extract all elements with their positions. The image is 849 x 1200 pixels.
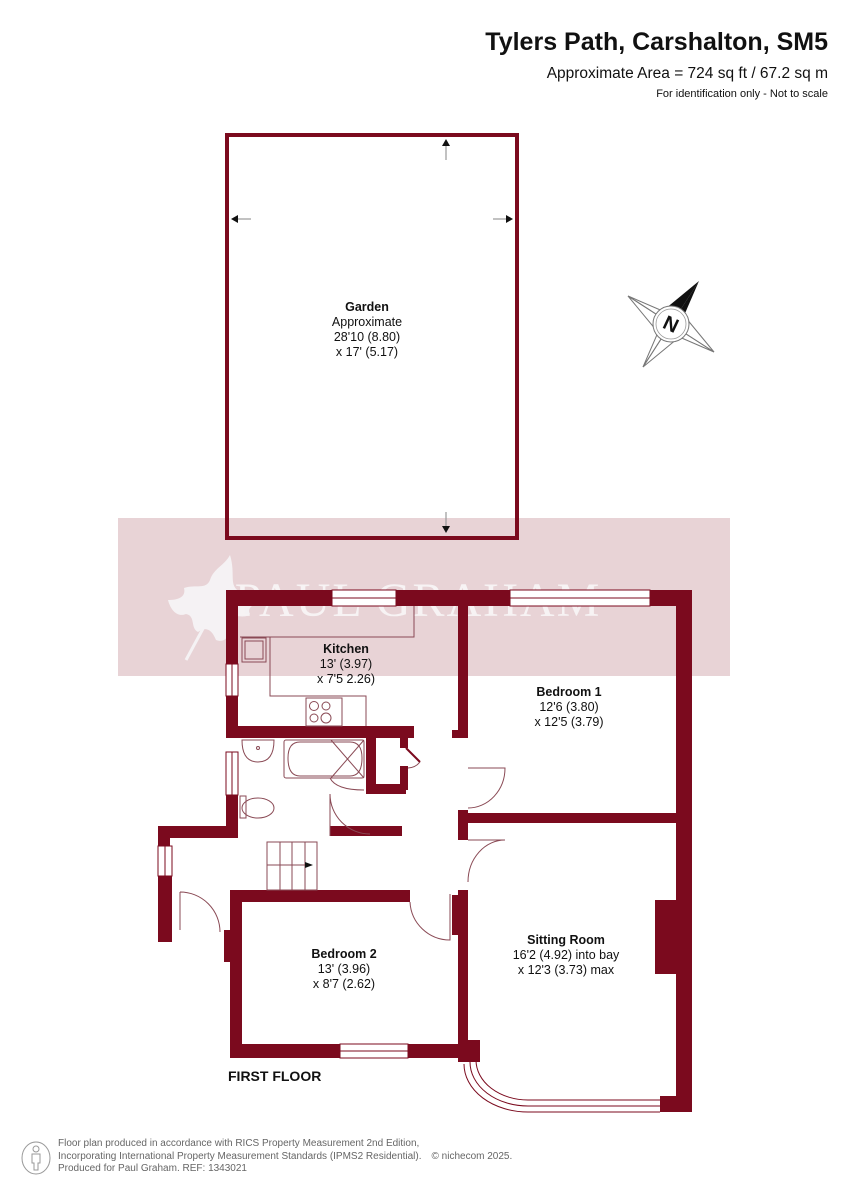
room-name: Bedroom 1 (536, 685, 602, 699)
hob-icon (305, 697, 343, 727)
toilet-icon (239, 795, 247, 819)
kitchen-worktop (240, 606, 415, 727)
room-dimension: 13' (3.97) (319, 657, 373, 671)
windows (157, 589, 660, 1113)
room-dimension: x 7'5 2.26) (317, 672, 375, 686)
room-dimension: 16'2 (4.92) into bay (512, 948, 620, 962)
footer-disclaimer: Floor plan produced in accordance with R… (58, 1138, 512, 1176)
garden-outline (225, 133, 519, 540)
walls (158, 590, 692, 1112)
sink-icon (241, 637, 267, 663)
door-swings (179, 747, 506, 941)
floor-label: FIRST FLOOR (228, 1068, 322, 1084)
room-label-bedroom-1: Bedroom 1 12'6 (3.80) x 12'5 (3.79) (534, 685, 603, 730)
room-name: Garden (345, 300, 389, 314)
room-note: Approximate (331, 315, 403, 329)
approximate-area: Approximate Area = 724 sq ft / 67.2 sq m (546, 65, 828, 82)
room-dimension: x 12'3 (3.73) max (517, 963, 615, 977)
room-label-garden: Garden Approximate 28'10 (8.80) x 17' (5… (332, 300, 402, 360)
person-icon (21, 1141, 51, 1175)
property-title: Tylers Path, Carshalton, SM5 (485, 28, 828, 56)
room-label-sitting-room: Sitting Room 16'2 (4.92) into bay x 12'3… (513, 933, 620, 978)
room-dimension: 12'6 (3.80) (539, 700, 599, 714)
footer-reference: Produced for Paul Graham. REF: 1343021 (58, 1163, 247, 1174)
room-name: Sitting Room (527, 933, 605, 947)
room-dimension: x 17' (5.17) (335, 345, 399, 359)
plan-header: Tylers Path, Carshalton, SM5 Approximate… (485, 26, 828, 101)
basin-icon (241, 739, 275, 763)
footer-line: Floor plan produced in accordance with R… (58, 1138, 420, 1149)
stairs-icon (266, 841, 318, 891)
room-dimension: 13' (3.96) (317, 962, 371, 976)
bathroom-fixtures (239, 739, 365, 891)
bath-icon (283, 739, 365, 779)
room-dimension: x 12'5 (3.79) (534, 715, 604, 729)
room-dimension: x 8'7 (2.62) (312, 977, 376, 991)
scale-note: For identification only - Not to scale (656, 88, 828, 100)
dimension-arrow-icon (231, 139, 513, 533)
room-dimension: 28'10 (8.80) (333, 330, 401, 344)
room-label-kitchen: Kitchen 13' (3.97) x 7'5 2.26) (317, 642, 375, 687)
room-name: Bedroom 2 (311, 947, 377, 961)
copyright: © nichecom 2025. (431, 1150, 513, 1162)
leaf-icon (168, 555, 262, 661)
north-compass-icon: N (627, 281, 715, 368)
footer-line: Incorporating International Property Mea… (58, 1150, 422, 1162)
room-name: Kitchen (323, 642, 369, 656)
room-label-bedroom-2: Bedroom 2 13' (3.96) x 8'7 (2.62) (311, 947, 376, 992)
